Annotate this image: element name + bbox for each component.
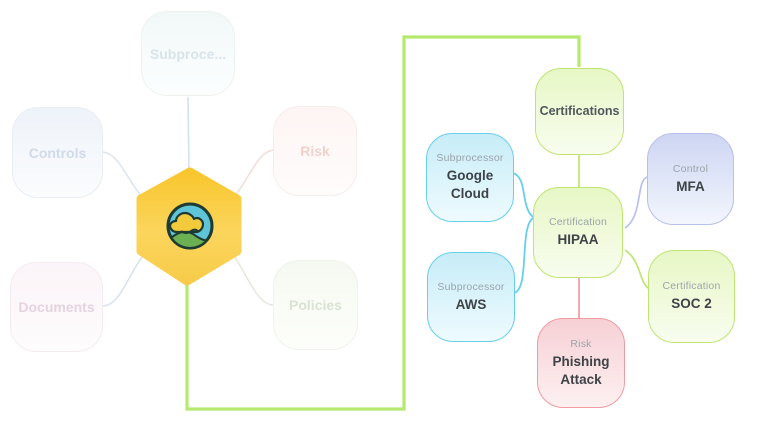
node-label: Policies — [289, 297, 342, 313]
node-label: Documents — [18, 299, 95, 315]
node-label: Certifications — [539, 104, 620, 119]
connector-risk-center — [230, 149, 274, 202]
node-label: Controls — [28, 144, 87, 161]
node-documents-faded[interactable]: Documents — [10, 262, 103, 352]
node-policies-faded[interactable]: Policies — [273, 260, 358, 350]
node-label: AWS — [455, 296, 487, 312]
node-label: Phishing Attack — [552, 353, 610, 387]
connector-mfa-hipaa — [624, 176, 648, 229]
node-category: Certification — [548, 216, 608, 229]
node-category: Certification — [662, 280, 721, 293]
center-node-hexagon[interactable] — [136, 167, 242, 286]
connector-subprocessors-center — [187, 96, 190, 172]
node-certifications[interactable]: Certifications — [535, 68, 624, 155]
node-category: Subprocessor — [437, 280, 505, 293]
node-label: Risk — [300, 143, 330, 159]
node-phishing-attack[interactable]: Risk Phishing Attack — [537, 318, 625, 408]
node-label: HIPAA — [557, 232, 599, 248]
node-hipaa[interactable]: Certification HIPAA — [533, 187, 623, 278]
connector-aws-hipaa — [513, 217, 534, 294]
cloud-over-hills-logo-icon — [166, 202, 214, 250]
node-subprocessors-faded[interactable]: Subproce... — [141, 11, 235, 96]
connector-controls-center — [102, 151, 147, 203]
branch-highlight-path — [185, 35, 581, 411]
node-label: MFA — [676, 178, 705, 194]
node-soc2[interactable]: Certification SOC 2 — [648, 250, 735, 343]
node-controls-faded[interactable]: Controls — [12, 107, 103, 198]
node-category: Subprocessor — [436, 152, 504, 165]
node-category: Risk — [570, 337, 592, 350]
node-category: Control — [672, 162, 709, 175]
connector-google-cloud-hipaa — [512, 172, 534, 218]
node-label: Subproce... — [149, 45, 227, 62]
node-risk-faded[interactable]: Risk — [273, 106, 357, 196]
node-google-cloud[interactable]: Subprocessor Google Cloud — [426, 133, 514, 222]
node-aws[interactable]: Subprocessor AWS — [427, 252, 515, 342]
node-label: SOC 2 — [671, 296, 712, 312]
node-label: Google Cloud — [446, 168, 494, 201]
node-mfa[interactable]: Control MFA — [647, 133, 734, 225]
